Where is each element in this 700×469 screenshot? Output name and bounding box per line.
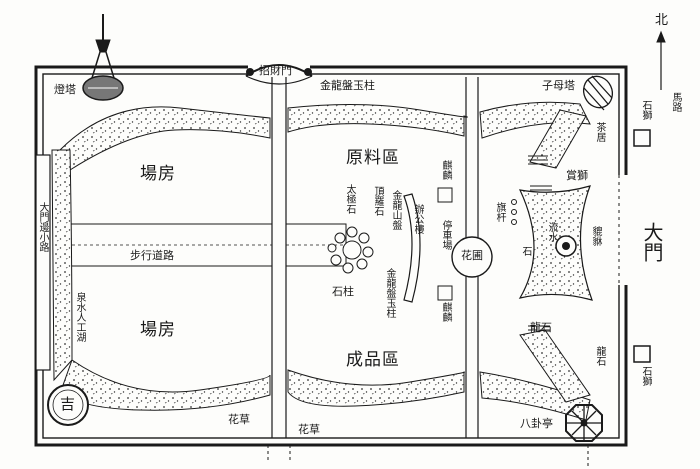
stone-cluster [327, 226, 374, 274]
stone-lion-top-label: 石獅 [640, 100, 651, 120]
lamp-tower-icon [82, 14, 124, 101]
mound-label: 賞獅 [566, 169, 588, 182]
side-passage-strip [35, 154, 51, 371]
stone-right-label: 石 [520, 246, 531, 256]
workshop-bottom-label: 場房 [140, 320, 176, 340]
dragon-stone-label: 龍石 [530, 321, 552, 334]
octagon-pavilion-icon [565, 404, 603, 442]
shi-stone-label: 石柱 [332, 285, 354, 298]
finished-goods-label: 成品區 [346, 350, 400, 370]
side-passage-label: 大門邊小路 [37, 202, 48, 252]
banner-pole-label: 旗杆 [494, 202, 505, 222]
gravel-path-bottom-mid [287, 369, 465, 407]
gravel-path-diag-bottom [519, 329, 591, 403]
lion-right-label: 貔貅 [590, 226, 601, 246]
north-arrow-icon [656, 30, 666, 90]
qilin-bottom-label: 麒麟 [440, 302, 451, 322]
office-block [403, 193, 421, 303]
water-well-label: 泉水人工湖 [74, 292, 85, 342]
round-symbol-icon [47, 384, 89, 426]
water-right-label: 流水 [546, 222, 557, 242]
wealth-gate-label: 招財門 [259, 64, 292, 77]
gravel-path-bottom-left [61, 359, 271, 411]
road-label: 馬路 [670, 92, 681, 112]
office-label: 辦公樓 [412, 204, 423, 234]
gravel-path-left-vert [51, 149, 73, 382]
stone-lion-bottom-label: 石獅 [640, 366, 651, 386]
flowers-left-label: 花草 [228, 413, 250, 426]
walkway-label: 步行道路 [130, 249, 174, 262]
pillar-bottom-label: 金龍盤玉柱 [384, 268, 395, 318]
gravel-path-diag-right [529, 109, 587, 169]
workshop-top-label: 場房 [140, 164, 176, 184]
big-gate-label: 大門 [640, 222, 664, 262]
dragon-stone-right-label: 龍石 [594, 346, 605, 366]
bagua-pavilion-label: 八卦亭 [520, 417, 553, 430]
pillar-top-label: 金龍盤玉柱 [320, 79, 375, 92]
round-symbol-label: 吉 [60, 395, 76, 413]
raw-material-label: 原料區 [346, 148, 400, 168]
dingluo-stone-label: 頂羅石 [372, 186, 383, 216]
gold-mountain-label: 金龍山盤 [390, 190, 401, 230]
qilin-top-label: 麒麟 [440, 160, 451, 180]
garden-circle [451, 236, 493, 278]
garden-label: 花圃 [461, 249, 483, 262]
fan-tower-icon [582, 75, 614, 111]
wealth-gate-icon [245, 64, 313, 85]
zimu-tower-label: 子母塔 [542, 79, 575, 92]
gravel-path-top-mid [287, 103, 468, 137]
parking-label: 停車場 [440, 220, 451, 250]
tea-room-label: 茶居 [594, 122, 605, 142]
gravel-path-bottom-right [479, 371, 591, 421]
taishi-stone-label: 太極石 [344, 184, 355, 214]
flowers-right-label: 花草 [298, 423, 320, 436]
gravel-path-top-left [59, 106, 271, 171]
lamp-label: 燈塔 [54, 83, 76, 96]
north-label: 北 [655, 13, 669, 28]
